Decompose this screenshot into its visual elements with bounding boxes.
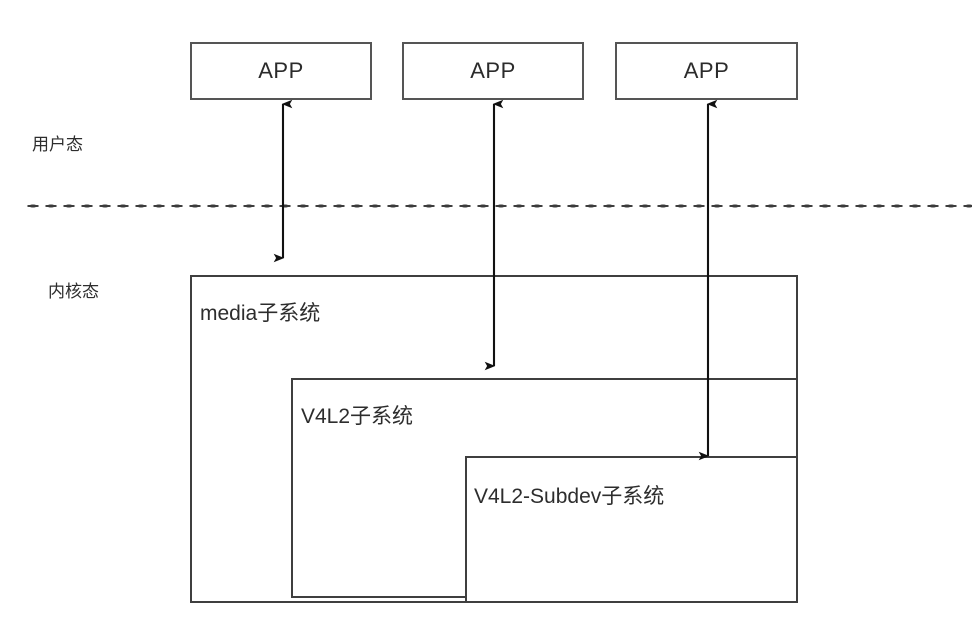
v4l2-subdev-subsystem-box bbox=[465, 456, 798, 603]
caption-user-space: 用户态 bbox=[32, 135, 83, 154]
app-box-3-label: APP bbox=[683, 58, 730, 83]
caption-kernel-space: 内核态 bbox=[48, 282, 99, 301]
app-box-1-label: APP bbox=[258, 58, 304, 83]
app-box-1: APP bbox=[190, 42, 372, 100]
v4l2-subdev-subsystem-label: V4L2-Subdev子系统 bbox=[474, 485, 665, 508]
user-kernel-divider bbox=[24, 204, 972, 208]
v4l2-subsystem-label: V4L2子系统 bbox=[301, 405, 414, 428]
app-box-2-label: APP bbox=[470, 58, 516, 83]
app-box-3: APP bbox=[615, 42, 798, 100]
media-subsystem-label: media子系统 bbox=[200, 302, 321, 325]
app-box-2: APP bbox=[402, 42, 584, 100]
